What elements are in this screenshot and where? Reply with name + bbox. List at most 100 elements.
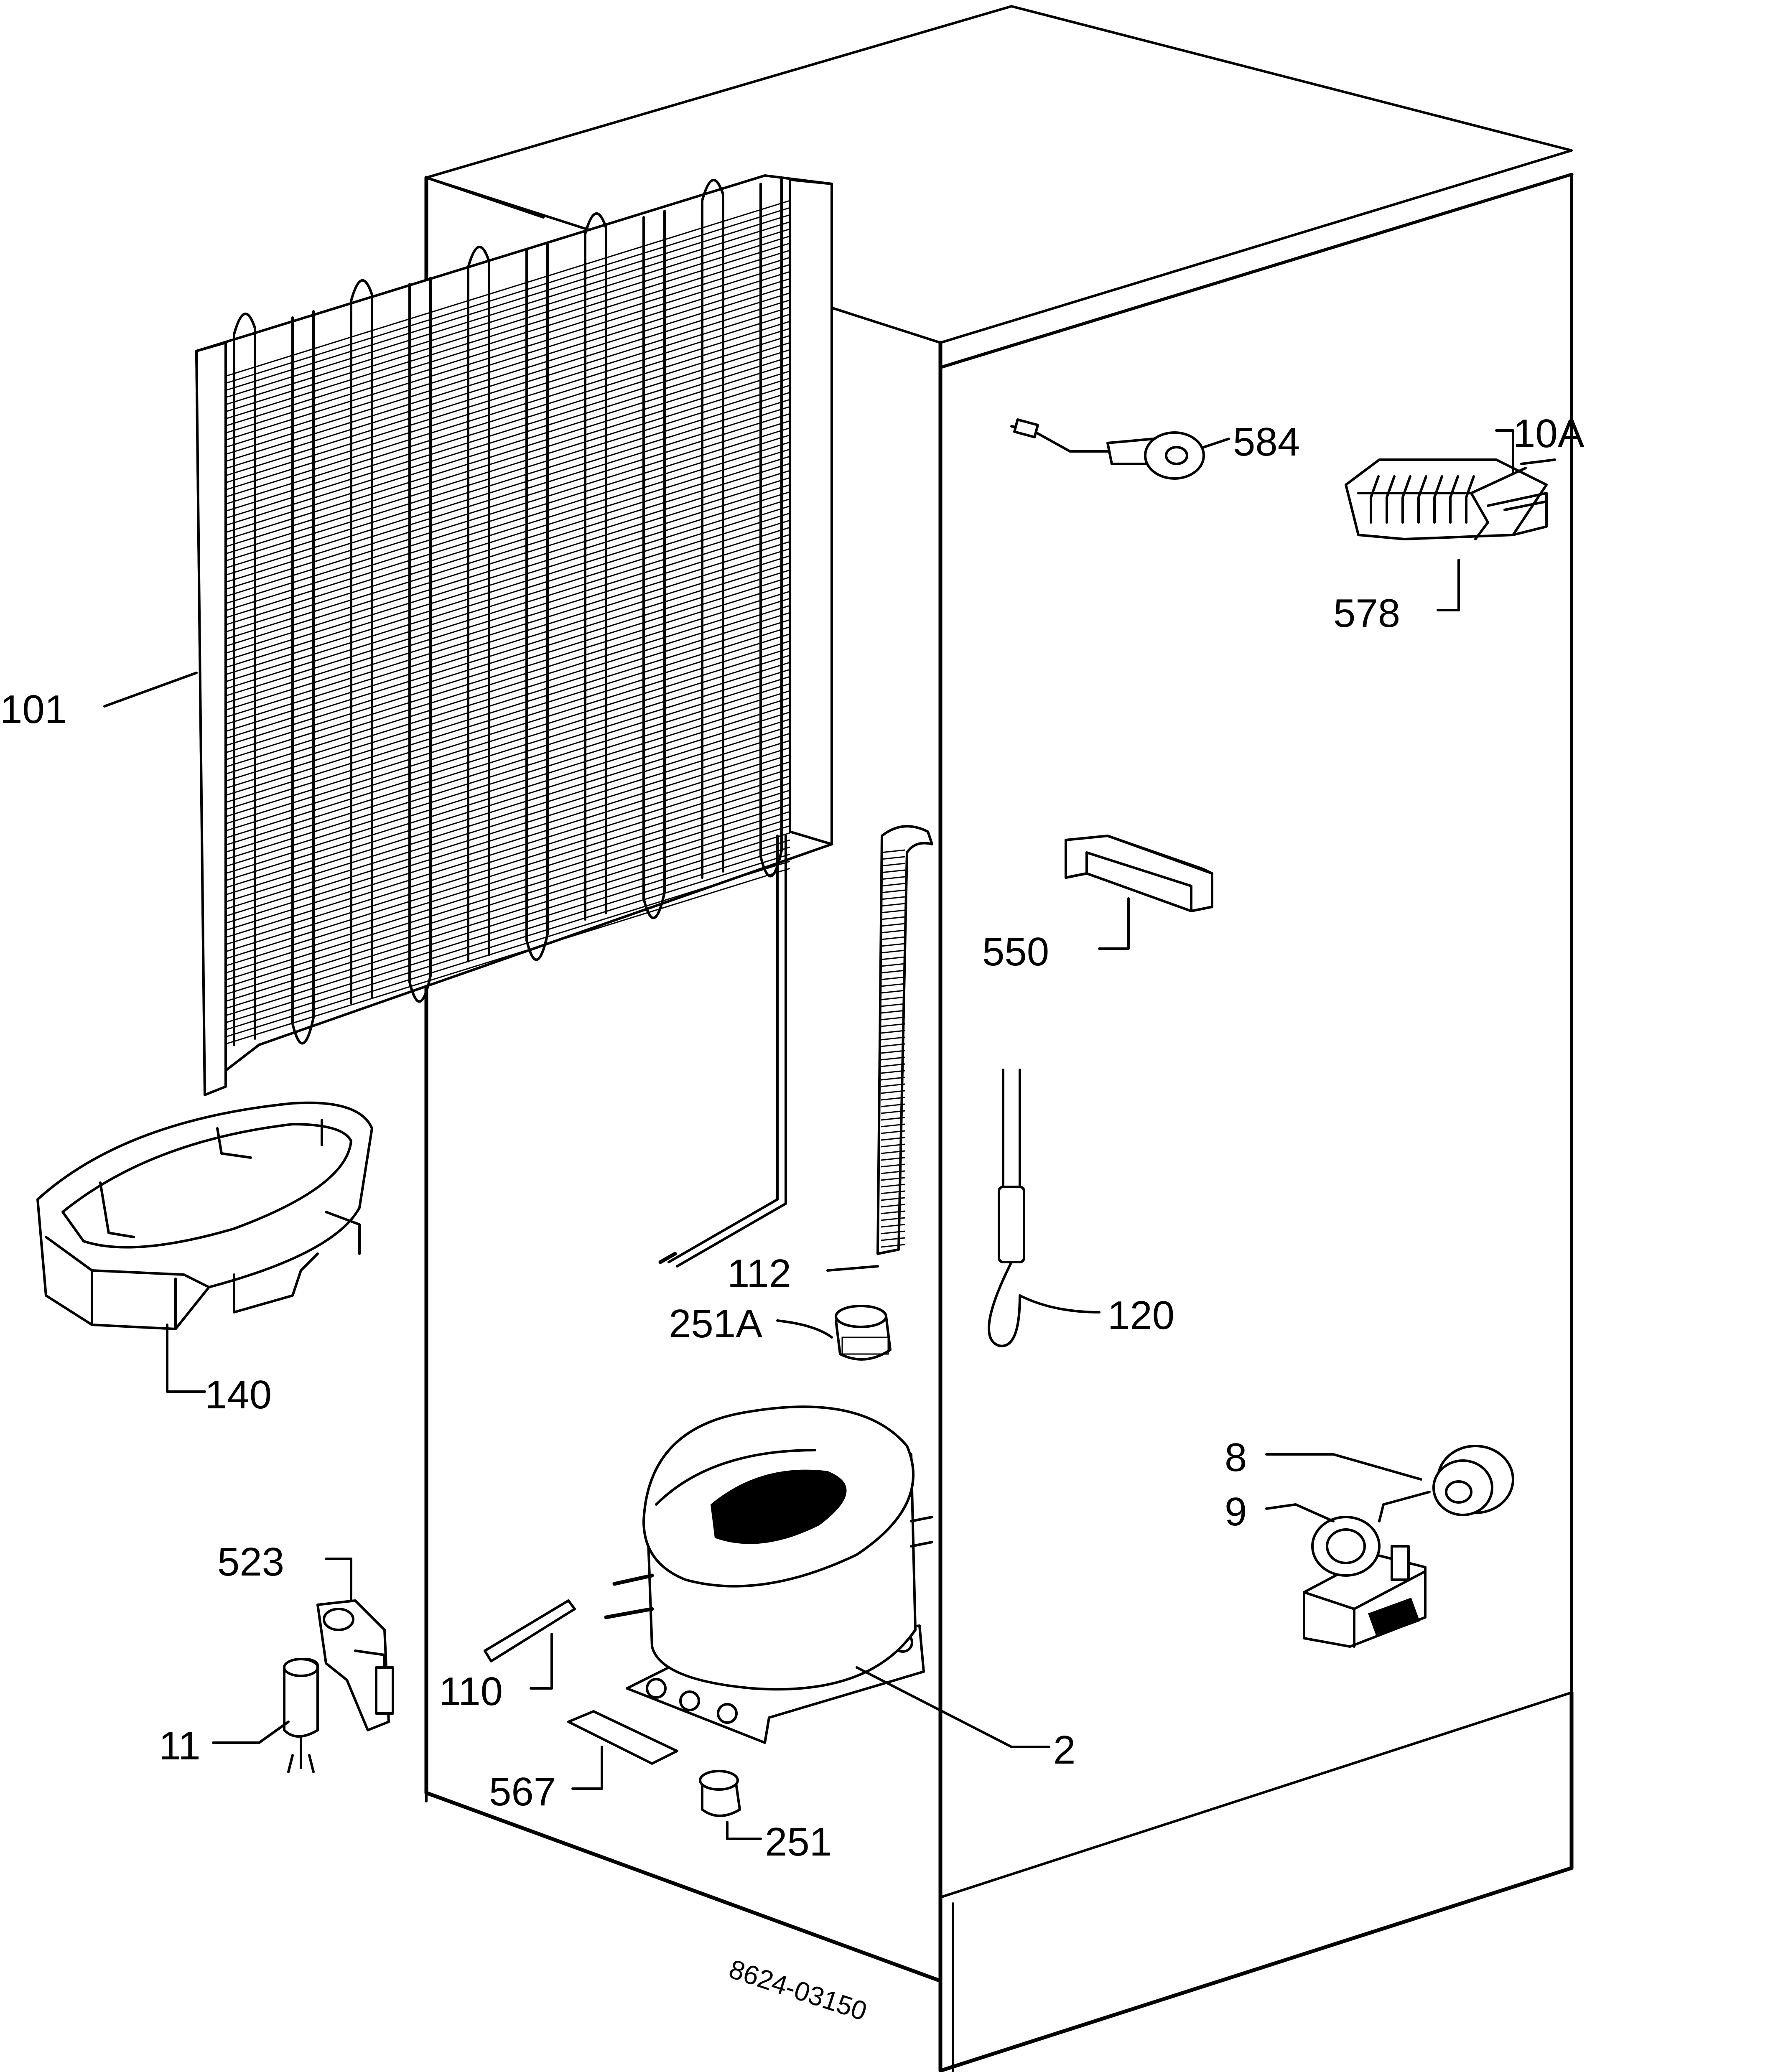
condenser-fin [225, 711, 790, 888]
condenser-fin [225, 505, 790, 682]
condenser-fin [225, 328, 790, 505]
grommet-251 [699, 1770, 741, 1817]
condenser-fin [225, 370, 790, 547]
vent-slot [1449, 475, 1459, 524]
condenser-fin [225, 576, 790, 753]
condenser-fin [225, 257, 790, 434]
hose-ring [881, 1110, 905, 1114]
hose-ring [881, 949, 905, 954]
hose-ring [881, 1103, 905, 1107]
condenser-fin [225, 512, 790, 690]
condenser-fin [225, 832, 790, 1009]
condenser-fin [225, 498, 790, 675]
condenser-fin [225, 413, 790, 590]
condenser-fin [225, 591, 790, 768]
condenser-fin [225, 519, 790, 697]
label-550: 550 [982, 929, 1049, 974]
condenser-fin [225, 534, 790, 711]
condenser-fin [225, 434, 790, 611]
hose-ring [881, 909, 905, 914]
condenser-fin [225, 690, 790, 867]
hose-ring [881, 1050, 905, 1054]
hose-ring [881, 943, 905, 947]
condenser-fin [225, 633, 790, 810]
condenser-fin [225, 221, 790, 398]
condenser-tube [233, 327, 256, 1046]
hose-ring [881, 976, 905, 980]
label-101: 101 [0, 687, 67, 732]
hose-ring [881, 1090, 905, 1094]
hose-ring [881, 1150, 905, 1154]
condenser-fin [225, 818, 790, 995]
condenser-fin [225, 484, 790, 661]
condenser-bend [642, 891, 666, 919]
condenser-fin [225, 797, 790, 974]
label-140: 140 [205, 1372, 272, 1417]
condenser-fin [225, 704, 790, 881]
terminal-block-578 [1345, 458, 1556, 540]
hose-ring [881, 863, 905, 867]
condenser-fin [225, 811, 790, 988]
condenser-fin [225, 278, 790, 455]
label-8: 8 [1225, 1435, 1247, 1480]
label-578: 578 [1333, 591, 1400, 636]
condenser-fin [225, 598, 790, 775]
vent-slot [1417, 475, 1427, 524]
condenser-fin [225, 697, 790, 874]
condenser-fin [225, 846, 790, 1023]
condenser-tube [584, 227, 607, 921]
condenser-fin [225, 285, 790, 462]
hose-ring [881, 1244, 905, 1248]
lamp-holder [1303, 1445, 1514, 1648]
hose-ring [881, 1003, 905, 1007]
hose-ring [881, 849, 905, 853]
label-10A: 10A [1513, 411, 1584, 456]
condenser-fin [225, 228, 790, 405]
relay-523 [316, 1599, 394, 1731]
condenser-fin [225, 775, 790, 952]
condenser-fin [225, 477, 790, 654]
condenser-fin [225, 640, 790, 817]
hose-ring [881, 1197, 905, 1201]
condenser-fin [225, 782, 790, 960]
hose-ring [881, 869, 905, 873]
condenser-fin [225, 868, 790, 1045]
condenser-fin [225, 541, 790, 718]
condenser-fin [225, 676, 790, 853]
hose-ring [881, 1137, 905, 1141]
condenser-fin [225, 271, 790, 448]
condenser-fin [225, 264, 790, 441]
condenser-fin [225, 662, 790, 839]
condenser-bend [233, 313, 256, 336]
hose-ring [881, 1237, 905, 1241]
hose-ring [881, 876, 905, 880]
hose-ring [881, 1010, 905, 1014]
condenser-fin [225, 733, 790, 910]
compressor [604, 1405, 933, 1744]
condenser-fin [225, 292, 790, 469]
condenser-fin [225, 569, 790, 746]
hose-ring [881, 996, 905, 1000]
hose-ring [881, 1056, 905, 1061]
label-120: 120 [1108, 1293, 1174, 1338]
drain-hose [876, 825, 933, 1255]
condenser-fin [225, 321, 790, 498]
hose-ring [881, 956, 905, 960]
condenser-fin [225, 754, 790, 931]
label-567: 567 [489, 1769, 556, 1814]
condenser-fin [225, 683, 790, 860]
condenser-tube [408, 277, 432, 983]
label-110: 110 [439, 1669, 503, 1714]
condenser-fin [225, 768, 790, 945]
hose-ring [881, 883, 905, 887]
hose-ring [881, 1177, 905, 1181]
condenser-coil [195, 174, 833, 1268]
hose-ring [881, 1077, 905, 1081]
hose-ring [881, 970, 905, 974]
condenser-fin [225, 527, 790, 704]
condenser-fin [225, 669, 790, 846]
hose-ring [881, 1190, 905, 1194]
hose-ring [881, 1123, 905, 1128]
condenser-bend [408, 975, 432, 1003]
drip-tray [36, 1101, 373, 1330]
